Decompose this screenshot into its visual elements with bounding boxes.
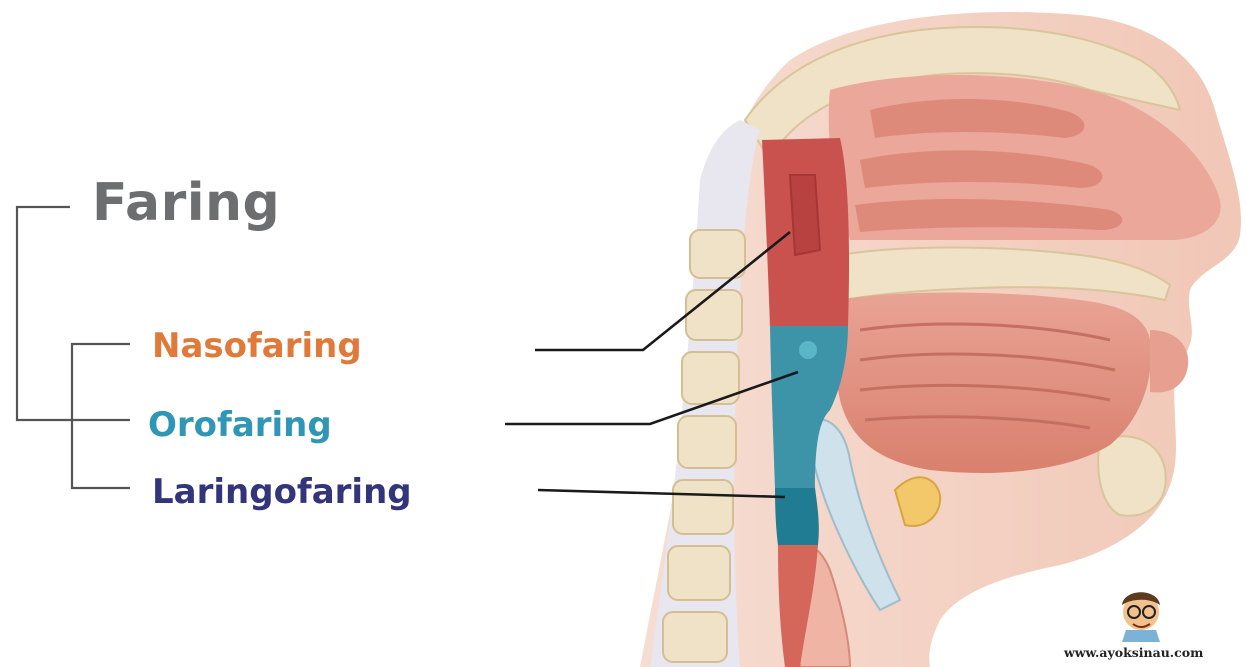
ayoksinau-mascot-logo bbox=[1122, 592, 1160, 642]
orofaring-label: Orofaring bbox=[148, 405, 332, 445]
nasofaring-label: Nasofaring bbox=[152, 326, 362, 366]
hierarchy-bracket bbox=[17, 207, 130, 488]
watermark-url: www.ayoksinau.com bbox=[1064, 645, 1203, 660]
faring-title: Faring bbox=[92, 173, 280, 233]
laringofaring-label: Laringofaring bbox=[152, 472, 412, 512]
